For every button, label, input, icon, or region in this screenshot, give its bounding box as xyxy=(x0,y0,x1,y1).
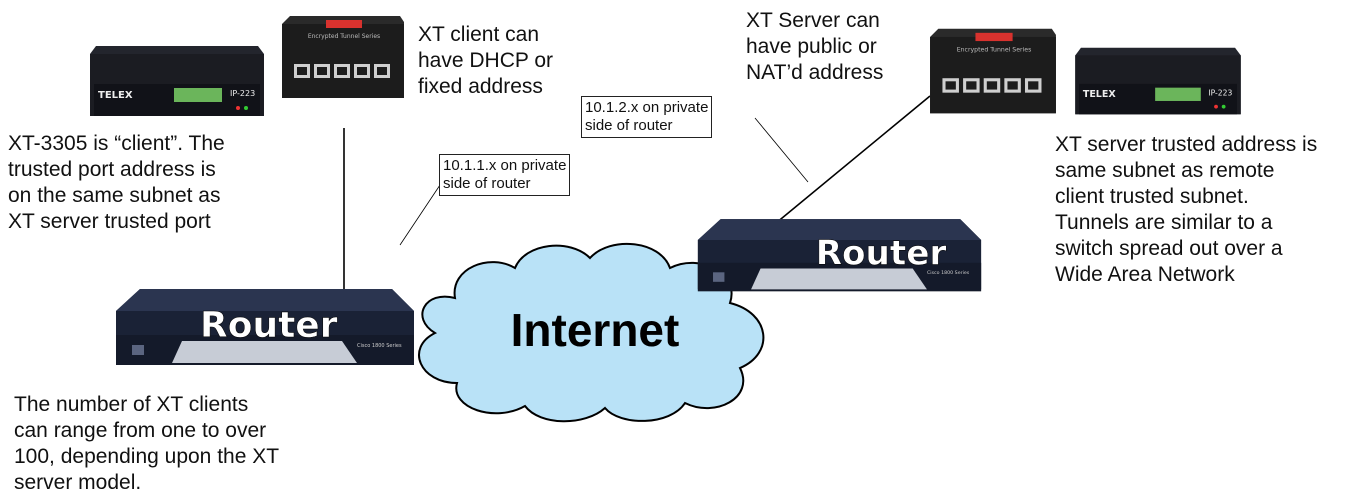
tunnel-box-left: Encrypted Tunnel Series xyxy=(282,16,404,98)
label-client-can: XT client can have DHCP or fixed address xyxy=(418,23,554,98)
router-model-right: Cisco 1800 Series xyxy=(927,270,970,276)
telex-model-right: IP-223 xyxy=(1208,88,1232,97)
telex-brand-left: TELEX xyxy=(98,90,133,101)
lcd-screen-left xyxy=(174,88,222,102)
telex-brand-right: TELEX xyxy=(1083,89,1117,100)
callout-private-2: 10.1.2.x on private side of router xyxy=(581,96,713,138)
internet-label: Internet xyxy=(511,304,680,356)
tunnel-brand-right: Encrypted Tunnel Series xyxy=(957,46,1032,53)
router-label-left: Router xyxy=(200,305,338,346)
telex-ip223-left: TELEX IP-223 xyxy=(90,46,264,116)
callout-leader-1 xyxy=(399,184,441,246)
router-left: Cisco 1800 Series Router xyxy=(116,289,414,365)
telex-ip223-right: TELEX IP-223 xyxy=(1075,47,1241,115)
label-server-trusted: XT server trusted address is same subnet… xyxy=(1055,133,1318,286)
router-label-right: Router xyxy=(816,234,947,274)
router-model-left: Cisco 1800 Series xyxy=(357,343,402,349)
callout-private-1: 10.1.1.x on private side of router xyxy=(439,154,571,196)
tunnel-brand-left: Encrypted Tunnel Series xyxy=(308,33,380,40)
internet-cloud: Internet xyxy=(418,242,765,423)
label-server-can: XT Server can have public or NAT’d addre… xyxy=(746,9,884,84)
server-tunnel-to-router-line xyxy=(769,95,931,229)
callout-leader-2 xyxy=(754,117,809,183)
label-clients-count: The number of XT clients can range from … xyxy=(14,393,280,494)
tunnel-box-right: Encrypted Tunnel Series xyxy=(930,28,1056,114)
label-xt3305: XT-3305 is “client”. The trusted port ad… xyxy=(8,132,225,233)
router-right: Cisco 1800 Series Router xyxy=(697,219,982,292)
lcd-screen-right xyxy=(1155,87,1201,101)
telex-model-left: IP-223 xyxy=(230,89,255,98)
